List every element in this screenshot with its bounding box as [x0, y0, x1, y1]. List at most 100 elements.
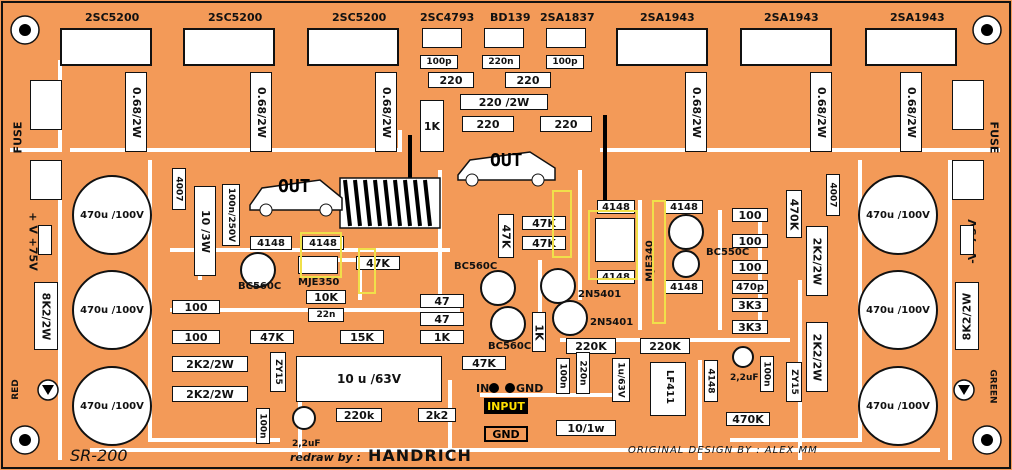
emitter-resistor-1: 0.68/2W	[125, 72, 147, 152]
led-red-label: RED	[10, 379, 21, 400]
q-mje340	[595, 218, 635, 262]
out-car-right	[457, 151, 556, 181]
credit-label: ORIGINAL DESIGN BY : ALEX MM	[628, 445, 818, 456]
res-2k2-b: 2K2/2W	[172, 386, 248, 402]
input-connector[interactable]: INPUT	[484, 398, 528, 414]
emitter-resistor-6: 0.68/2W	[900, 72, 922, 152]
redraw-label: redraw by :	[290, 451, 361, 464]
emitter-resistor-4: 0.68/2W	[685, 72, 707, 152]
res-220k-bl: 220k	[336, 408, 382, 422]
fuse-left-top	[30, 80, 62, 130]
tr-label-7: 2SA1943	[640, 11, 695, 24]
diode-4148-b: 4148	[302, 236, 344, 250]
res-470k-r: 470K	[786, 190, 802, 238]
cap-100p-b: 100p	[546, 55, 584, 69]
q-mje350	[298, 256, 338, 274]
res-100-r2: 100	[732, 234, 768, 248]
hl-box-5	[652, 200, 666, 324]
diode-4148-r3: 4148	[597, 270, 635, 284]
res-1k-mid: 1K	[532, 312, 546, 352]
res-3k3-b: 3K3	[732, 320, 768, 334]
mje350-label: MJE350	[298, 277, 340, 288]
diode-4148-in: 4148	[704, 360, 718, 402]
hl-box-2	[358, 248, 376, 294]
cap-22n: 22n	[308, 308, 344, 322]
q-bc560c-left	[240, 252, 276, 288]
res-100-r1: 100	[732, 208, 768, 222]
cap-100p-a: 100p	[420, 55, 458, 69]
cap-100n-in-b: 100n	[760, 356, 774, 392]
res-220-b: 220	[505, 72, 551, 88]
q-2n5401-b	[552, 300, 588, 336]
bc560c-a-label: BC560C	[454, 261, 498, 272]
res-47k-left: 47K	[356, 256, 400, 270]
tr-label-1: 2SC5200	[85, 11, 140, 24]
res-47k-b: 47K	[250, 330, 294, 344]
cap-220n-in: 220n	[576, 352, 590, 394]
cap-100n-bl: 100n	[256, 408, 270, 444]
fuse-left-bot	[30, 160, 62, 200]
q-2sc4793	[422, 28, 462, 48]
big-cap-6: 470u /100V	[858, 366, 938, 446]
fuse-label-left: FUSE	[11, 121, 25, 154]
fuse-right-top	[952, 80, 984, 130]
cap-100n-in: 100n	[556, 358, 570, 394]
emitter-resistor-2: 0.68/2W	[250, 72, 272, 152]
tr-label-9: 2SA1943	[890, 11, 945, 24]
author-label: HANDRICH	[368, 446, 472, 465]
bleeder-right: 8K2/2W	[955, 282, 979, 350]
tr-label-2: 2SC5200	[208, 11, 263, 24]
cap-470p: 470p	[732, 280, 768, 294]
gnd-connector[interactable]: GND	[484, 426, 528, 442]
res-2k2-r-a: 2K2/2W	[806, 226, 828, 296]
res-2k2-bl: 2k2	[418, 408, 456, 422]
res-220-c: 220	[462, 116, 514, 132]
2n5401-a-label: 2N5401	[578, 289, 622, 300]
q-2n5401-a	[540, 268, 576, 304]
res-100-b: 100	[172, 330, 220, 344]
res-100-a: 100	[172, 300, 220, 314]
res-220-a: 220	[428, 72, 474, 88]
bc560c-left-label: BC560C	[238, 281, 282, 292]
ic-lf411	[650, 362, 686, 416]
fuse-right-bot	[952, 160, 984, 200]
res-47-b: 47	[420, 312, 464, 326]
lf411-label: LF411	[664, 369, 676, 405]
tr-label-3: 2SC5200	[332, 11, 387, 24]
big-cap-5: 470u /100V	[858, 270, 938, 350]
q-bc560c-a	[480, 270, 516, 306]
diode-4148-a: 4148	[250, 236, 292, 250]
cap-2u2-in-label: 2,2uF	[730, 373, 759, 383]
q-bc550c-a	[668, 214, 704, 250]
res-220k-mid-b: 220K	[640, 338, 690, 354]
q-2sa1943-1	[616, 28, 708, 66]
q-2sc5200-2	[183, 28, 275, 66]
q-2sa1943-2	[740, 28, 832, 66]
big-cap-3: 470u /100V	[72, 366, 152, 446]
res-470k-in: 470K	[726, 412, 770, 426]
hl-box-1	[300, 232, 342, 278]
res-47-a: 47	[420, 294, 464, 308]
big-cap-4: 470u /100V	[858, 175, 938, 255]
q-2sc5200-3	[307, 28, 399, 66]
emitter-resistor-3: 0.68/2W	[375, 72, 397, 152]
gnd-label-a: GND	[516, 382, 544, 395]
big-cap-2: 470u /100V	[72, 270, 152, 350]
q-2sc5200-1	[60, 28, 152, 66]
res-100-r3: 100	[732, 260, 768, 274]
res-47k-mid-b: 47K	[522, 236, 566, 250]
trimmer-1k[interactable]: 1K	[420, 100, 444, 152]
tr-label-5: BD139	[490, 11, 531, 24]
bc550c-label: BC550C	[706, 247, 750, 258]
zener-left: ZY15	[270, 352, 286, 392]
fuse-label-right: FUSE	[987, 121, 1001, 154]
q-bc560c-b	[490, 306, 526, 342]
q-bd139	[484, 28, 524, 48]
led-green-label: GREEN	[987, 369, 998, 404]
hl-box-4	[588, 210, 638, 280]
diode-4148-r4: 4148	[665, 280, 703, 294]
cap-2u2-in	[732, 346, 754, 368]
zener-right: ZY15	[786, 362, 802, 402]
emitter-resistor-5: 0.68/2W	[810, 72, 832, 152]
